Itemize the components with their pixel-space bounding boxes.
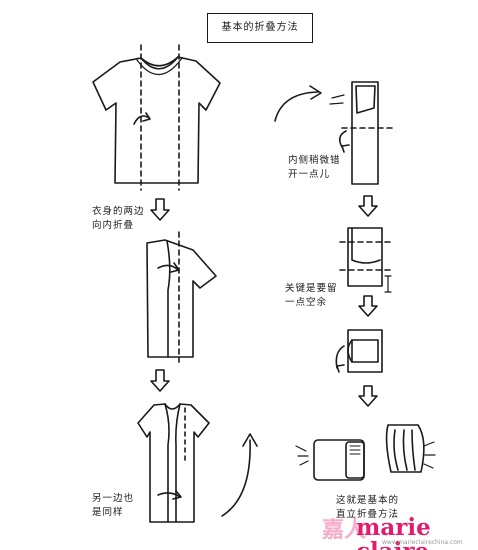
caption-offset-inner: 内侧稍微错 开一点儿 xyxy=(288,155,341,180)
down-arrow-2 xyxy=(150,369,170,392)
page-title: 基本的折叠方法 xyxy=(207,13,313,43)
shirt-folded-gap xyxy=(339,227,393,293)
curved-arrow-to-right-column xyxy=(274,85,322,122)
folded-shirt-front xyxy=(295,439,365,481)
tshirt-half-folded xyxy=(146,231,217,363)
watermark-brand: marie claire xyxy=(356,514,431,550)
down-arrow-right-1 xyxy=(358,195,378,217)
caption-fold-sides: 衣身的两边 向内折叠 xyxy=(92,206,145,231)
down-arrow-1 xyxy=(150,198,170,221)
down-arrow-right-2 xyxy=(358,295,378,317)
shirt-folded-half xyxy=(329,81,394,185)
caption-other-side: 另一边也 是同样 xyxy=(92,493,135,518)
caption-upright-fold: 这就是基本的 直立折叠方法 xyxy=(336,495,400,520)
tshirt-both-folded xyxy=(137,403,210,523)
watermark-url: www.marieclairechina.com xyxy=(382,539,463,546)
shirt-rolled xyxy=(335,329,383,373)
watermark-chinese: 嘉人 xyxy=(322,518,367,543)
folded-shirt-side xyxy=(385,424,436,473)
down-arrow-right-3 xyxy=(358,385,378,407)
caption-leave-gap: 关键是要留 一点空余 xyxy=(285,283,338,308)
tshirt-flat xyxy=(92,44,221,191)
curved-arrow-up xyxy=(221,433,258,517)
